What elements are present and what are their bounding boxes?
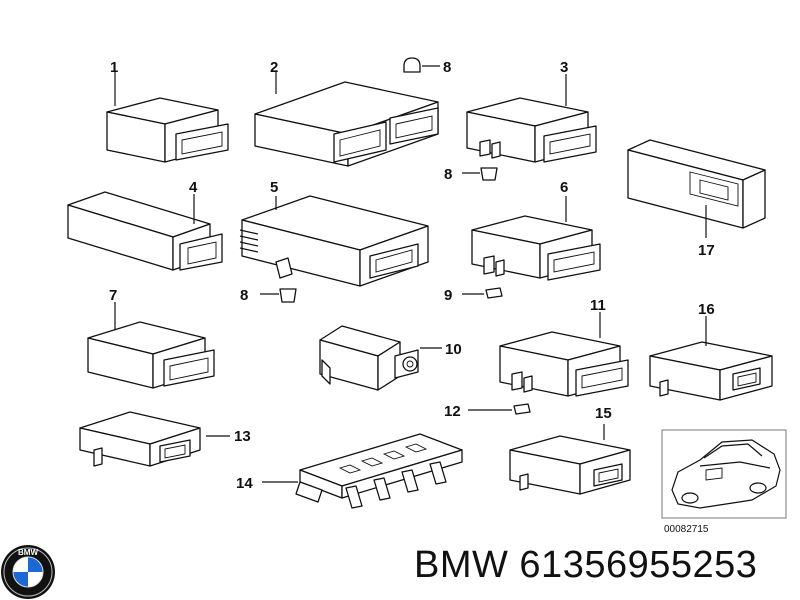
control-unit-5: 5 [239, 179, 429, 287]
nut-9: 9 [444, 287, 503, 304]
callout-8-top: 8 [443, 59, 451, 76]
control-unit-2: 2 [254, 59, 439, 167]
nut-8-top: 8 [403, 57, 451, 76]
bmw-logo: BMW [1, 545, 55, 599]
nut-8-lower: 8 [240, 287, 297, 304]
control-unit-10: 10 [319, 325, 462, 391]
control-unit-17: 17 [627, 139, 766, 259]
callout-11: 11 [590, 297, 606, 314]
nut-8-middle: 8 [444, 166, 498, 183]
control-unit-6: 6 [471, 179, 601, 281]
nut-12: 12 [444, 403, 531, 420]
callout-5: 5 [270, 179, 278, 196]
callout-8-middle: 8 [444, 166, 452, 183]
callout-13: 13 [234, 428, 251, 445]
inset-code: 00082715 [664, 524, 709, 535]
control-unit-16: 16 [649, 301, 773, 401]
control-unit-15: 15 [509, 405, 631, 495]
callout-6: 6 [560, 179, 568, 196]
callout-9: 9 [444, 287, 452, 304]
connector-rail-14: 14 [236, 433, 463, 509]
control-unit-4: 4 [67, 179, 223, 271]
part-title: BMW 61356955253 [414, 544, 758, 586]
callout-15: 15 [595, 405, 612, 422]
callout-14: 14 [236, 475, 253, 492]
control-unit-7: 7 [87, 287, 215, 389]
callout-1: 1 [110, 59, 118, 76]
callout-10: 10 [445, 341, 462, 358]
bmw-logo-text: BMW [18, 548, 38, 557]
control-unit-13: 13 [79, 411, 251, 467]
callout-2: 2 [270, 59, 278, 76]
vehicle-inset: 00082715 [661, 429, 787, 535]
callout-17: 17 [698, 242, 715, 259]
control-unit-1: 1 [106, 59, 229, 163]
control-unit-11: 11 [499, 297, 629, 397]
callout-12: 12 [444, 403, 461, 420]
callout-4: 4 [189, 179, 198, 196]
control-unit-3: 3 [466, 59, 597, 163]
callout-3: 3 [560, 59, 568, 76]
callout-8-lower: 8 [240, 287, 248, 304]
callout-16: 16 [698, 301, 715, 318]
callout-7: 7 [109, 287, 117, 304]
